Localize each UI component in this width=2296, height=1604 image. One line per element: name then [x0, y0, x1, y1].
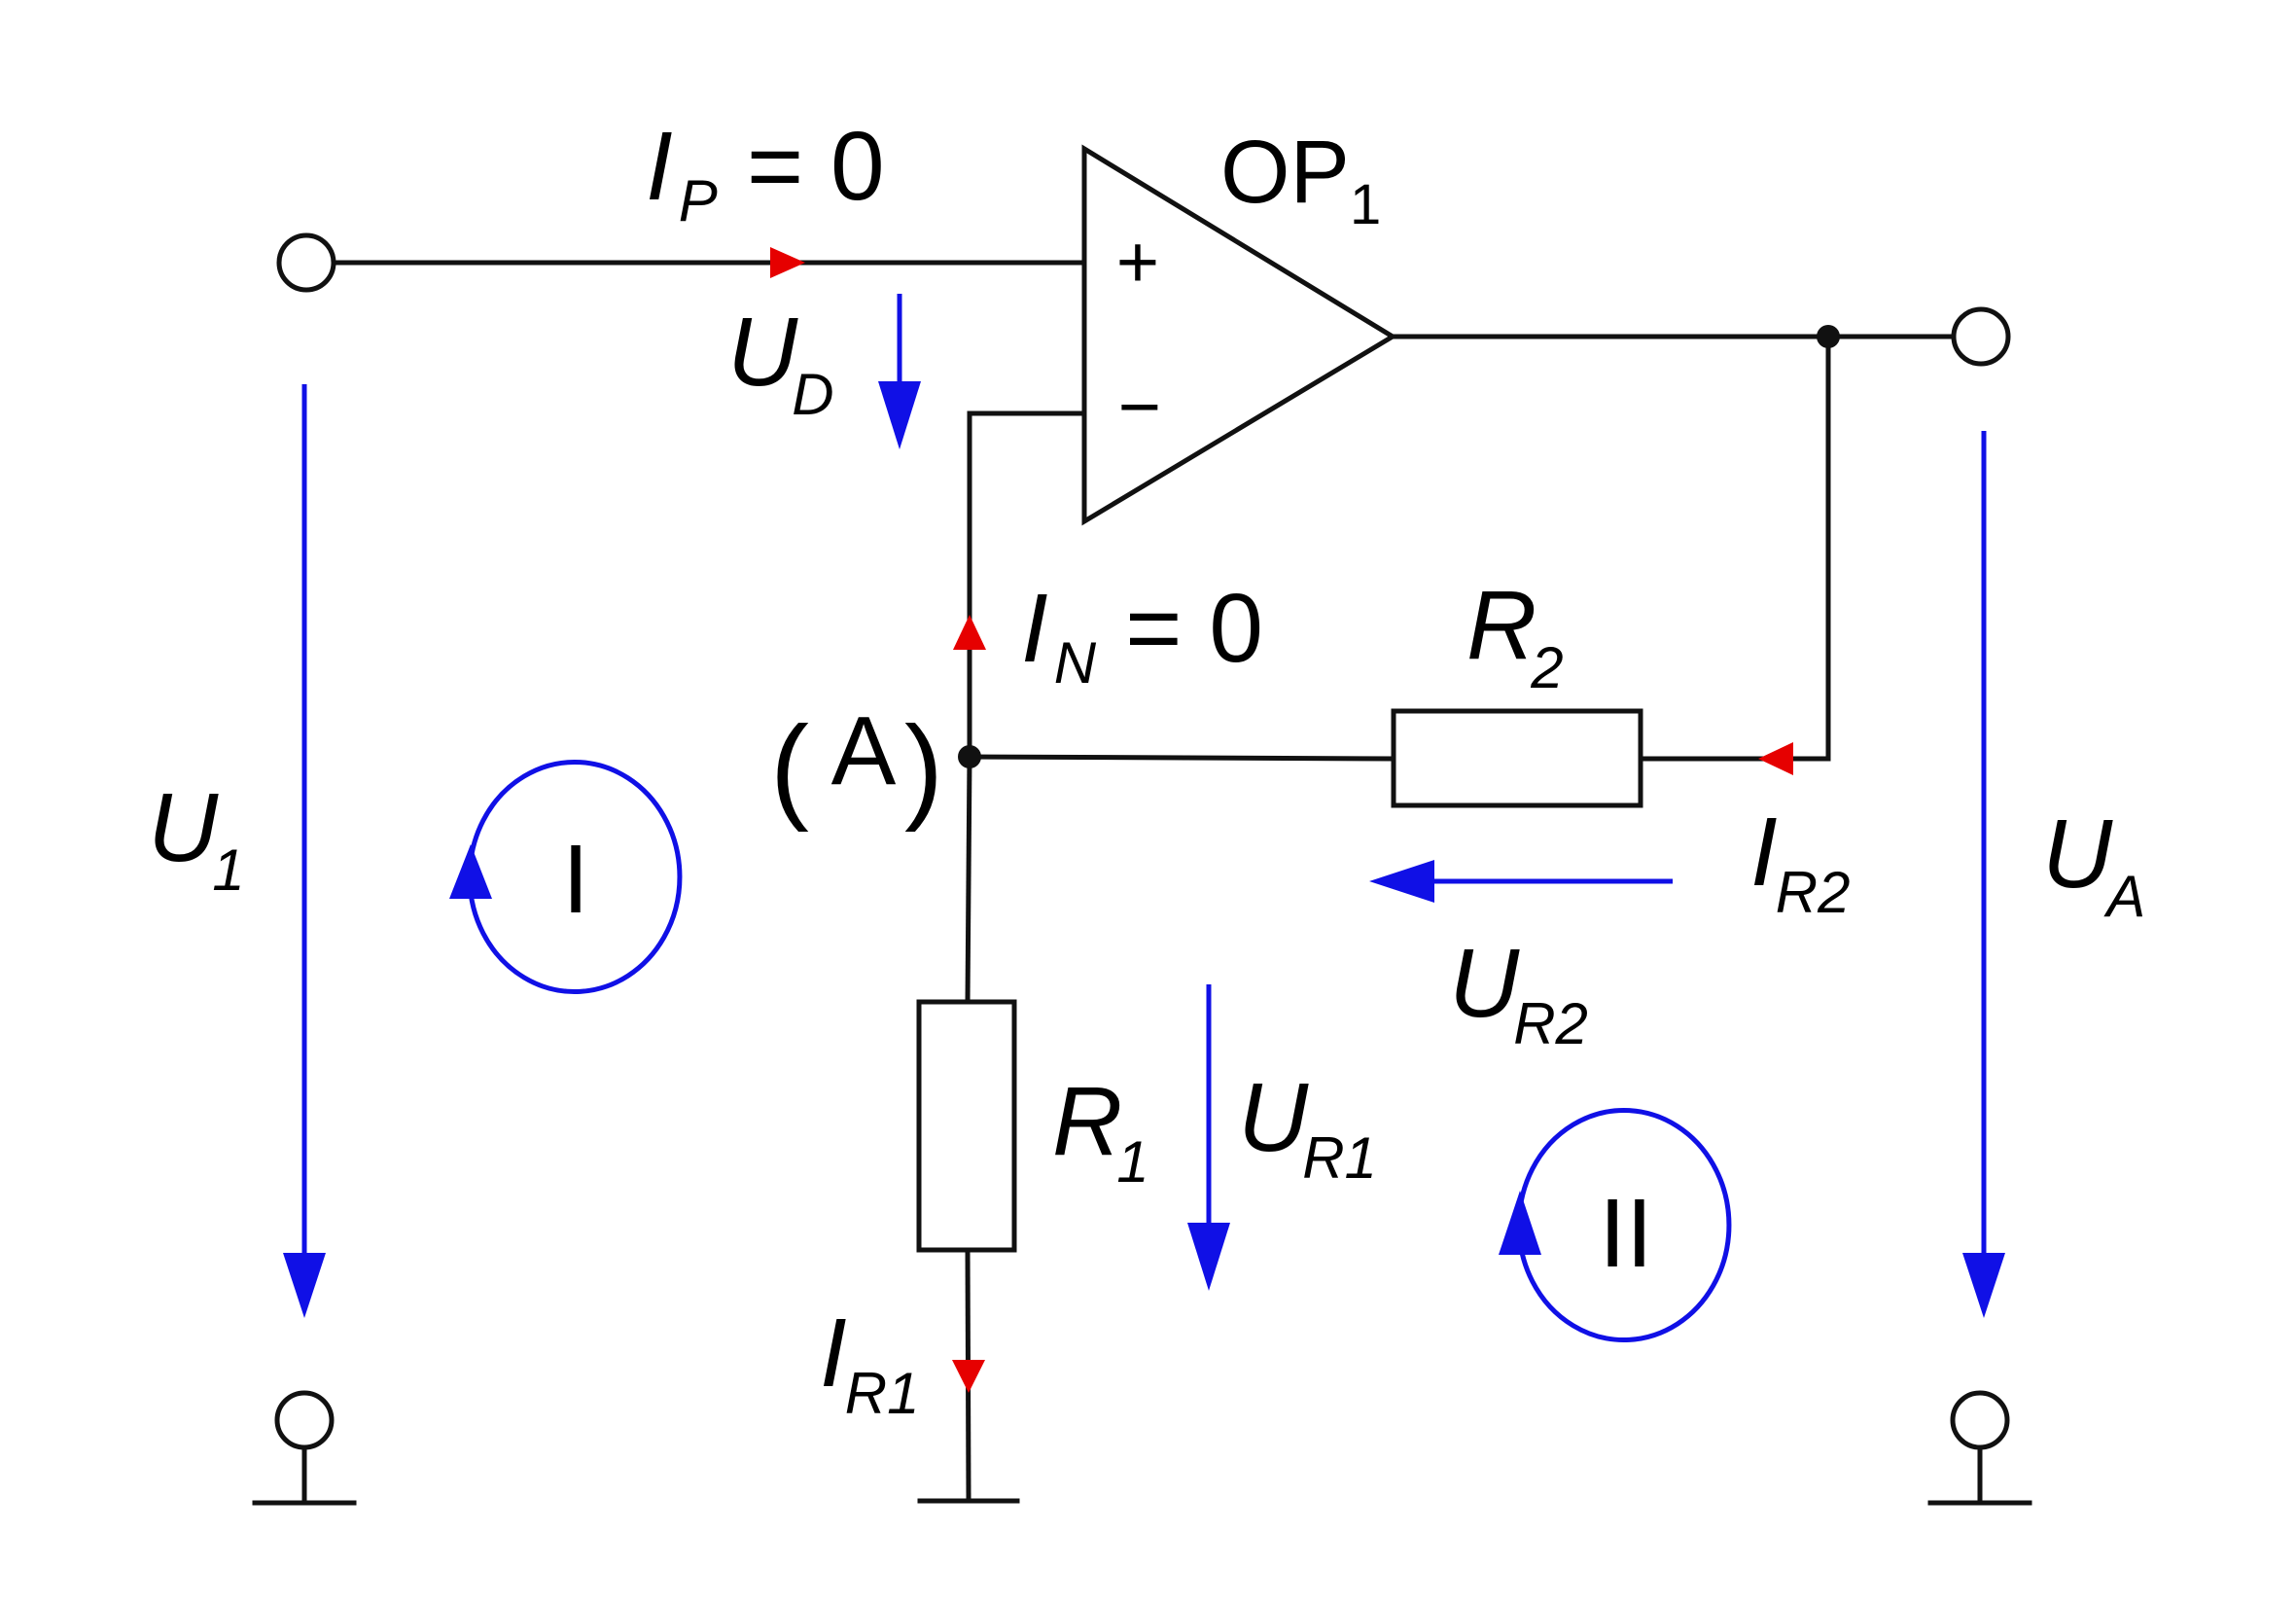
mesh-loop-2-circle — [1516, 1108, 1732, 1342]
voltage-ud-arrow — [878, 294, 921, 449]
voltage-ur1-arrow — [1187, 984, 1230, 1291]
mesh-loop-2-arrowhead — [1499, 1191, 1541, 1255]
label-u1: U1 — [148, 773, 245, 903]
current-ip-arrow — [770, 247, 805, 278]
node-a-letter: A — [831, 696, 897, 805]
label-ir1-subscript: R1 — [845, 1361, 920, 1426]
opamp-label: OP1 — [1220, 123, 1381, 236]
mesh-loop-2-label: II — [1599, 1179, 1653, 1288]
label-ip-symbol: I — [646, 112, 673, 221]
label-ir1: IR1 — [820, 1299, 920, 1426]
label-r1: R1 — [1052, 1067, 1149, 1194]
current-arrows — [770, 247, 1793, 1393]
label-u1-subscript: 1 — [212, 838, 244, 903]
ground-symbol-left — [252, 1444, 357, 1506]
label-ur2: UR2 — [1449, 929, 1588, 1056]
resistor-r2 — [1391, 708, 1643, 808]
output-ground-terminal — [1950, 1390, 2010, 1450]
label-r2-subscript: 2 — [1530, 635, 1563, 700]
input-ground-terminal — [274, 1390, 335, 1450]
ground-symbol-right — [1927, 1444, 2032, 1506]
r2-left-wire — [967, 754, 1396, 762]
resistor-r1 — [916, 999, 1017, 1253]
label-ud-symbol: U — [727, 298, 798, 407]
label-ur1: UR1 — [1238, 1063, 1377, 1191]
label-r2: R2 — [1466, 571, 1564, 700]
output-terminal — [1951, 306, 2011, 367]
label-in-subscript: N — [1054, 630, 1097, 695]
label-ip-subscript: P — [679, 168, 718, 233]
label-r1-subscript: 1 — [1116, 1129, 1148, 1194]
input-terminal — [276, 232, 336, 293]
opamp-minus-sign: − — [1118, 366, 1161, 448]
voltage-ua-arrow — [1962, 431, 2005, 1318]
opamp-plus-sign: + — [1116, 221, 1159, 303]
label-ua-subscript: A — [2103, 864, 2145, 929]
label-ir1-symbol: I — [820, 1299, 847, 1408]
label-in-symbol: I — [1021, 574, 1048, 683]
current-in-arrow — [953, 615, 986, 650]
wires — [334, 260, 1957, 1499]
ground-symbols — [252, 1444, 2032, 1506]
label-in-equation: = 0 — [1125, 574, 1263, 683]
label-u1-symbol: U — [148, 773, 219, 882]
feedback-wire — [1638, 334, 1831, 762]
mesh-loop-1-label: I — [562, 825, 589, 934]
label-ua-symbol: U — [2042, 800, 2113, 909]
label-r2-symbol: R — [1466, 571, 1537, 680]
mesh-loop-1-arrowhead — [449, 844, 492, 899]
terminals — [274, 232, 2011, 1450]
voltage-u1-arrow — [283, 384, 326, 1318]
node-a-label: ( A ) — [770, 696, 943, 833]
label-ur2-subscript: R2 — [1513, 991, 1588, 1056]
current-ir2-arrow — [1758, 742, 1793, 775]
label-r1-symbol: R — [1052, 1067, 1122, 1176]
opamp-op1: + − OP1 — [1081, 123, 1397, 526]
label-ir2-subscript: R2 — [1776, 860, 1851, 925]
opamp-name: OP — [1220, 123, 1350, 222]
node-a-open-paren: ( — [770, 702, 809, 833]
label-ur2-symbol: U — [1449, 929, 1520, 1038]
current-ir1-arrow — [952, 1360, 985, 1393]
voltage-ur2-arrow — [1369, 860, 1673, 903]
label-ua: UA — [2042, 800, 2145, 929]
label-ud: UD — [727, 298, 834, 427]
voltage-arrows — [283, 294, 2005, 1318]
label-ur1-subscript: R1 — [1302, 1125, 1377, 1191]
mesh-loop-2: II — [1499, 1108, 1732, 1342]
label-ud-subscript: D — [792, 362, 833, 427]
output-junction-dot — [1817, 325, 1840, 348]
label-ir2: IR2 — [1750, 798, 1851, 925]
opamp-subscript: 1 — [1350, 173, 1381, 236]
node-a-close-paren: ) — [904, 702, 943, 833]
opamp-triangle — [1081, 144, 1397, 526]
mesh-loop-1-circle — [467, 760, 683, 994]
node-a-junction-dot — [958, 745, 981, 768]
mesh-loop-1: I — [449, 760, 683, 994]
label-ip-equation: = 0 — [747, 112, 885, 221]
r1-top-wire — [965, 754, 972, 1005]
label-ir2-symbol: I — [1750, 798, 1778, 907]
label-ur1-symbol: U — [1238, 1063, 1309, 1172]
